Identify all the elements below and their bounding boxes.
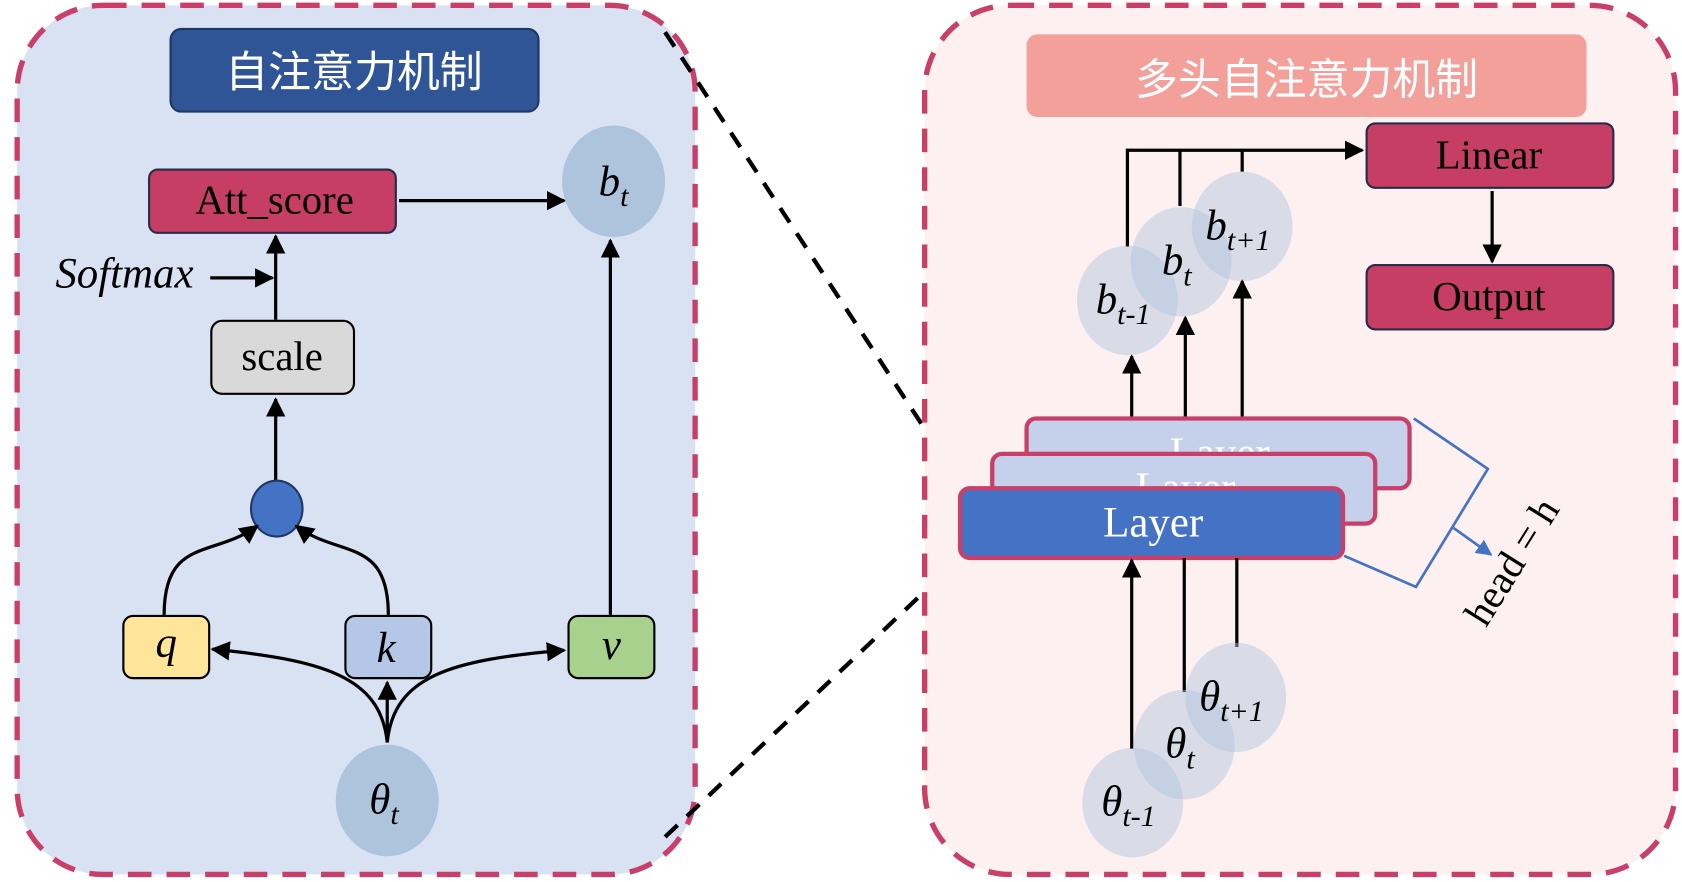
self-attention-panel: 自注意力机制 Att_score bt Softmax scale q — [14, 2, 698, 878]
attention-head-layers: LayerLayerLayer — [957, 416, 1412, 561]
head-bracket-arrow — [1452, 526, 1493, 556]
output-node-label: bt+1 — [1205, 202, 1270, 257]
scale-box — [210, 319, 356, 395]
query-box — [122, 614, 211, 680]
output-node-bt — [562, 125, 666, 238]
scale-label: scale — [241, 334, 322, 379]
left-title: 自注意力机制 — [225, 48, 482, 98]
input-node — [1082, 747, 1184, 858]
output-node-label: bt — [1162, 238, 1192, 293]
arrow-k-to-dot — [294, 524, 390, 615]
arrow-theta-to-v — [385, 642, 567, 743]
output-box — [1365, 263, 1615, 331]
input-node-theta-label: θt — [369, 776, 399, 831]
right-title-box — [1026, 34, 1587, 117]
value-box — [567, 614, 656, 680]
arrow-q-to-dot — [162, 524, 259, 615]
layer-label: Layer — [1103, 499, 1203, 546]
output-node-label: bt-1 — [1096, 276, 1151, 331]
output-node — [1191, 171, 1293, 282]
key-box — [344, 614, 433, 680]
key-label: k — [377, 625, 397, 672]
zoom-line-bottom — [663, 556, 962, 839]
right-title: 多头自注意力机制 — [1135, 55, 1478, 105]
concat-line — [1125, 140, 1365, 247]
softmax-label: Softmax — [55, 251, 193, 298]
input-node-theta — [335, 744, 439, 857]
output-label: Output — [1432, 274, 1546, 319]
query-label: q — [156, 620, 177, 667]
linear-box — [1365, 122, 1615, 189]
output-node — [1130, 207, 1232, 317]
value-label: v — [602, 622, 622, 669]
att-score-label: Att_score — [195, 178, 353, 223]
input-node — [1133, 689, 1235, 800]
dot-product-node — [249, 479, 304, 538]
input-node-label: θt+1 — [1199, 673, 1264, 728]
input-node-label: θt — [1165, 721, 1195, 776]
arrow-theta-to-q — [210, 641, 389, 743]
zoom-line-top — [663, 31, 962, 485]
layer-box — [957, 486, 1346, 561]
input-node — [1185, 642, 1287, 753]
output-node — [1076, 245, 1178, 356]
input-node-label: θt-1 — [1101, 778, 1155, 833]
head-bracket — [1343, 417, 1490, 589]
left-title-box — [169, 27, 540, 113]
att-score-box — [148, 168, 397, 234]
output-node-bt-label: bt — [599, 158, 629, 213]
linear-label: Linear — [1436, 132, 1543, 177]
